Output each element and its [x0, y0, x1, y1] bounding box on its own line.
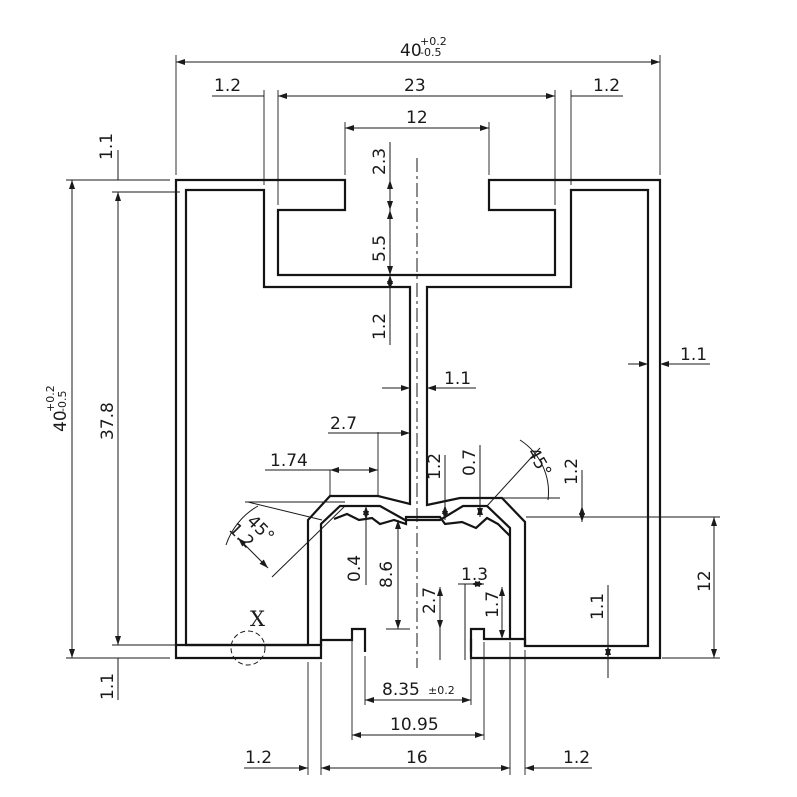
- dim-lip-height: 2.3: [370, 148, 390, 175]
- dim-overall-width: 40: [400, 41, 422, 61]
- dim-overall-height: 40: [51, 410, 71, 432]
- dim-bottom-channel-width: 16: [406, 748, 428, 768]
- detail-marker-x: X: [250, 607, 265, 631]
- dim-overall-height-tol-lower: -0.5: [56, 391, 69, 412]
- dim-foot-width: 1.3: [461, 565, 488, 585]
- dim-foot-height: 2.7: [420, 587, 440, 614]
- dim-right-step: 1.2: [562, 458, 582, 485]
- dim-shoulder-height: 1.2: [425, 453, 445, 480]
- dim-bottom-wall-left: 1.2: [245, 748, 272, 768]
- dim-top-wall-left: 1.2: [214, 76, 241, 96]
- dim-slot-floor: 1.2: [370, 313, 390, 340]
- dim-overall-width-tol-lower: -0.5: [420, 46, 441, 59]
- dim-bottom-opening-tol: ±0.2: [428, 684, 455, 697]
- dim-chamfer-angle-right: 45°: [523, 445, 555, 481]
- right-bottom-foot: [469, 637, 527, 652]
- dimension-lines: [69, 59, 717, 771]
- detail-x-circle: [230, 630, 266, 666]
- dim-web-thickness: 1.1: [444, 369, 471, 389]
- dim-top-offset: 1.1: [97, 133, 117, 160]
- dim-overall-width-tol-upper: +0.2: [420, 35, 447, 48]
- extension-lines: [66, 55, 720, 775]
- dim-bottom-wall-right-2: 1.2: [563, 748, 590, 768]
- dim-groove-depth: 0.4: [345, 555, 365, 582]
- dim-bottom-channel-inner: 10.95: [390, 715, 439, 735]
- center-web-lower: [333, 512, 511, 537]
- dim-right-wall: 1.1: [680, 345, 707, 365]
- dim-bottom-opening: 8.35: [382, 680, 420, 700]
- dim-foot-thickness: 1.7: [483, 591, 503, 618]
- dim-top-opening: 12: [406, 108, 428, 128]
- dim-bottom-offset: 1.1: [98, 673, 118, 700]
- left-bottom-foot: [174, 627, 367, 660]
- dim-bottom-channel-height: 12: [695, 570, 715, 592]
- profile-outline: [174, 178, 662, 660]
- dim-slot-depth: 5.5: [370, 235, 390, 262]
- dim-web-offset: 2.7: [330, 414, 357, 434]
- dim-channel-depth: 8.6: [377, 561, 397, 588]
- outer-contour: [174, 178, 662, 660]
- dim-bottom-wall-right: 1.1: [588, 593, 608, 620]
- dimension-labels: 40 +0.2 -0.5 1.2 23 1.2 12 1.1 2.3 5.5 1…: [44, 35, 715, 768]
- dim-notch-depth: 0.7: [460, 449, 480, 476]
- dim-top-wall-right: 1.2: [593, 76, 620, 96]
- dim-top-slot-width: 23: [404, 76, 426, 96]
- dim-inner-height: 37.8: [98, 402, 118, 440]
- dim-lip-width: 1.74: [270, 451, 308, 471]
- dim-overall-height-tol-upper: +0.2: [44, 385, 57, 412]
